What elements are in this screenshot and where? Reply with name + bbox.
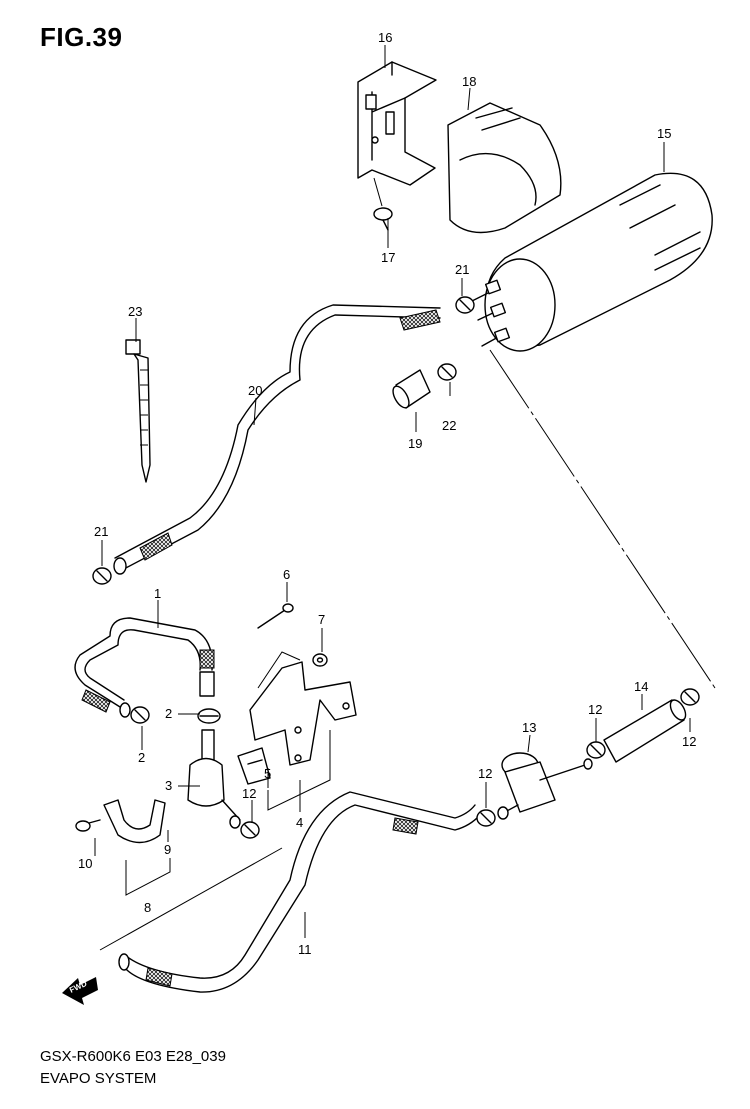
clamp-part-22 xyxy=(437,363,457,381)
callout-12d: 12 xyxy=(682,734,696,749)
callout-2a: 2 xyxy=(165,706,172,721)
callout-22: 22 xyxy=(442,418,456,433)
screw-part-17 xyxy=(373,207,393,231)
canister-part-15 xyxy=(469,172,713,352)
bracket-part-5 xyxy=(237,747,271,785)
footer-model-code: GSX-R600K6 E03 E28_039 xyxy=(40,1048,226,1065)
clamp-part-21a xyxy=(455,296,475,314)
clamp-part-12a xyxy=(240,821,260,839)
valve-part-13 xyxy=(497,752,593,820)
callout-5: 5 xyxy=(264,766,271,781)
bracket-part-4 xyxy=(249,661,357,766)
callout-8: 8 xyxy=(144,900,151,915)
callout-16: 16 xyxy=(378,30,392,45)
valve-part-3 xyxy=(187,729,241,829)
clamp-part-9 xyxy=(103,799,166,844)
rivet-part-6 xyxy=(257,603,294,629)
clamp-part-2b xyxy=(197,708,221,724)
callout-7: 7 xyxy=(318,612,325,627)
callout-21b: 21 xyxy=(94,524,108,539)
callout-labels: 16 18 15 17 21 23 20 19 22 21 6 7 1 2 2 … xyxy=(78,30,696,957)
hose-part-11 xyxy=(118,791,481,993)
hose-part-14 xyxy=(603,699,687,763)
bracket-part-16 xyxy=(357,61,437,186)
clamp-part-21b xyxy=(92,567,112,585)
callout-20: 20 xyxy=(248,383,262,398)
figure-title: FIG.39 xyxy=(40,22,123,52)
footer-system-name: EVAPO SYSTEM xyxy=(40,1070,157,1087)
hose-part-1 xyxy=(74,617,215,718)
callout-14: 14 xyxy=(634,679,648,694)
callout-17: 17 xyxy=(381,250,395,265)
holder-part-18 xyxy=(447,102,562,234)
fwd-arrow: FWD xyxy=(62,977,98,1005)
clamp-part-12b xyxy=(476,809,496,827)
callout-10: 10 xyxy=(78,856,92,871)
callout-9: 9 xyxy=(164,842,171,857)
callout-12b: 12 xyxy=(478,766,492,781)
callout-12a: 12 xyxy=(242,786,256,801)
callout-23: 23 xyxy=(128,304,142,319)
clamp-part-12c xyxy=(586,741,606,759)
leader-lines xyxy=(94,45,691,938)
callout-12c: 12 xyxy=(588,702,602,717)
callout-2b: 2 xyxy=(138,750,145,765)
clamp-part-12d xyxy=(680,688,700,706)
callout-13: 13 xyxy=(522,720,536,735)
clamp-part-2a xyxy=(130,706,150,724)
callout-3: 3 xyxy=(165,778,172,793)
callout-1: 1 xyxy=(154,586,161,601)
callout-19: 19 xyxy=(408,436,422,451)
tie-part-23 xyxy=(125,339,151,483)
callout-18: 18 xyxy=(462,74,476,89)
callout-15: 15 xyxy=(657,126,671,141)
cap-part-19 xyxy=(392,369,431,409)
callout-11: 11 xyxy=(298,942,312,957)
washer-part-7 xyxy=(312,653,328,667)
callout-6: 6 xyxy=(283,567,290,582)
hose-part-20 xyxy=(113,304,441,575)
callout-4: 4 xyxy=(296,815,303,830)
callout-21a: 21 xyxy=(455,262,469,277)
screw-part-10 xyxy=(75,819,101,832)
